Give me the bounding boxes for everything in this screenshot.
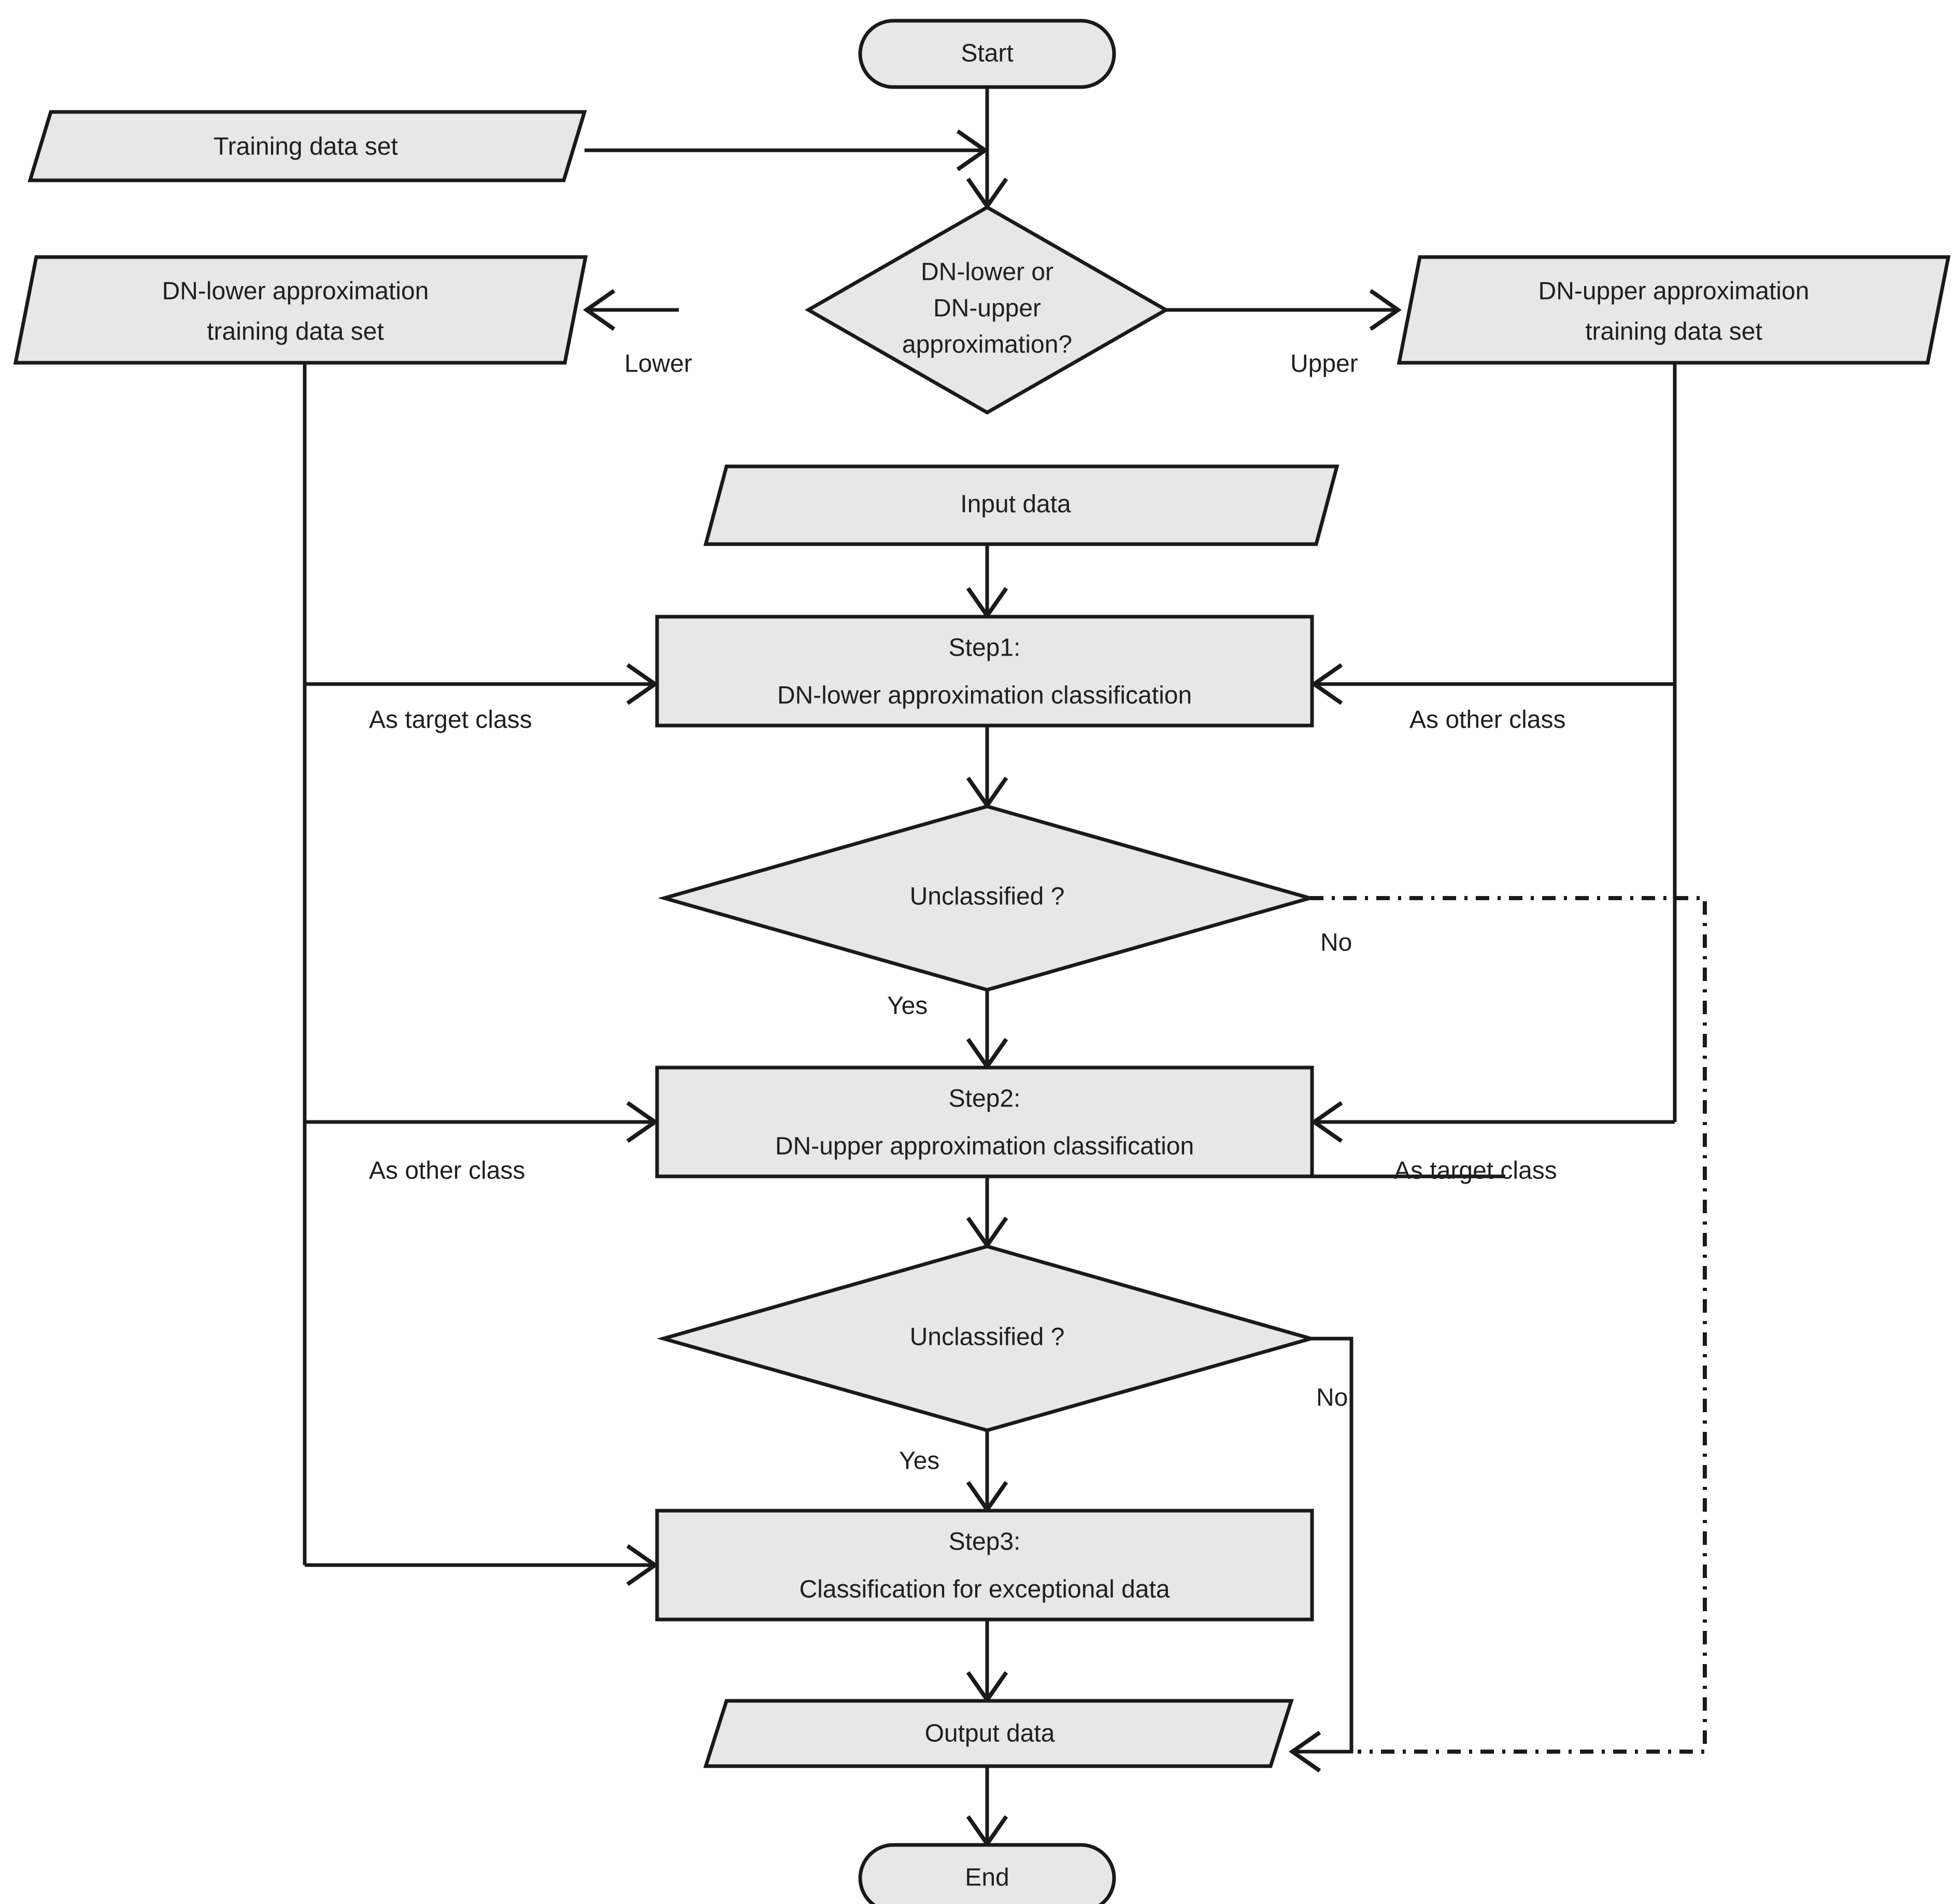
node-decision-unclassified-2[interactable]: Unclassified ? — [657, 1244, 1318, 1432]
edge-start-to-decision — [966, 87, 1008, 210]
edge-label-upper: Upper — [1290, 350, 1358, 378]
node-step1-line2: DN-lower approximation classification — [777, 682, 1192, 709]
node-decision-approximation-line2: DN-upper — [933, 295, 1041, 322]
edge-decision-upper — [1166, 289, 1402, 331]
node-step1-line1: Step1: — [949, 634, 1021, 662]
edge-unclassified1-no-dashdot — [1310, 896, 1707, 1754]
node-start[interactable]: Start — [858, 19, 1116, 89]
node-decision-unclassified-2-label: Unclassified ? — [910, 1324, 1065, 1351]
edge-label-as-other-class-right: As other class — [1409, 706, 1565, 734]
node-upper-training-line1: DN-upper approximation — [1538, 278, 1809, 305]
node-step3[interactable]: Step3: Classification for exceptional da… — [655, 1509, 1314, 1622]
node-output-data-label: Output data — [925, 1720, 1055, 1747]
edge-unclassified2-no-to-output — [1289, 1337, 1353, 1773]
node-training-data-set-label: Training data set — [213, 133, 398, 161]
node-end-label: End — [965, 1864, 1009, 1892]
node-decision-approximation-line3: approximation? — [902, 331, 1072, 359]
edge-training-to-start-line — [585, 129, 989, 172]
node-upper-training-data-set[interactable]: DN-upper approximation training data set — [1397, 255, 1951, 365]
node-lower-training-line2: training data set — [207, 318, 384, 346]
node-step2[interactable]: Step2: DN-upper approximation classifica… — [655, 1065, 1314, 1178]
node-step2-line1: Step2: — [949, 1085, 1021, 1113]
node-step1[interactable]: Step1: DN-lower approximation classifica… — [655, 615, 1314, 728]
node-step3-line1: Step3: — [949, 1528, 1021, 1556]
node-step2-line2: DN-upper approximation classification — [775, 1133, 1194, 1160]
node-input-data[interactable]: Input data — [703, 464, 1340, 546]
edge-label-lower: Lower — [624, 350, 692, 378]
node-lower-training-data-set[interactable]: DN-lower approximation training data set — [13, 255, 588, 365]
node-input-data-label: Input data — [960, 491, 1071, 518]
edge-decision-lower — [583, 289, 679, 331]
edge-step3-to-output — [966, 1619, 1008, 1703]
edge-unclassified1-yes-to-step2 — [966, 990, 1008, 1070]
edge-unclassified2-yes-to-step3 — [966, 1430, 1008, 1513]
node-upper-training-line2: training data set — [1585, 318, 1762, 346]
node-decision-approximation-line1: DN-lower or — [921, 259, 1053, 286]
edge-input-to-step1 — [966, 544, 1008, 619]
edge-step2-to-unclassified2 — [966, 1174, 1505, 1249]
edge-label-as-other-class-left: As other class — [369, 1157, 525, 1185]
edge-right-to-step2 — [1310, 1101, 1675, 1143]
edge-label-as-target-class-right: As target class — [1394, 1157, 1557, 1185]
edge-step1-to-unclassified1 — [966, 726, 1008, 809]
edge-left-to-step1 — [305, 663, 659, 705]
node-end[interactable]: End — [858, 1843, 1116, 1904]
node-decision-unclassified-1-label: Unclassified ? — [910, 883, 1065, 911]
edge-label-yes-1: Yes — [887, 992, 928, 1020]
edge-left-to-step2 — [305, 1101, 659, 1143]
edge-label-no-2: No — [1316, 1384, 1348, 1412]
node-step3-line2: Classification for exceptional data — [799, 1576, 1170, 1603]
node-output-data[interactable]: Output data — [703, 1699, 1294, 1768]
node-decision-approximation[interactable]: DN-lower or DN-upper approximation? — [804, 205, 1170, 415]
edge-output-to-end — [966, 1766, 1008, 1848]
node-training-data-set[interactable]: Training data set — [27, 110, 587, 182]
edge-left-to-step3 — [305, 1544, 659, 1586]
edge-label-as-target-class-left: As target class — [369, 706, 532, 734]
node-lower-training-line1: DN-lower approximation — [162, 278, 429, 305]
edge-right-to-step1 — [1310, 663, 1675, 705]
node-start-label: Start — [961, 40, 1013, 67]
node-decision-unclassified-1[interactable]: Unclassified ? — [658, 804, 1317, 992]
edge-label-no-1: No — [1320, 929, 1352, 957]
edge-label-yes-2: Yes — [899, 1447, 939, 1475]
